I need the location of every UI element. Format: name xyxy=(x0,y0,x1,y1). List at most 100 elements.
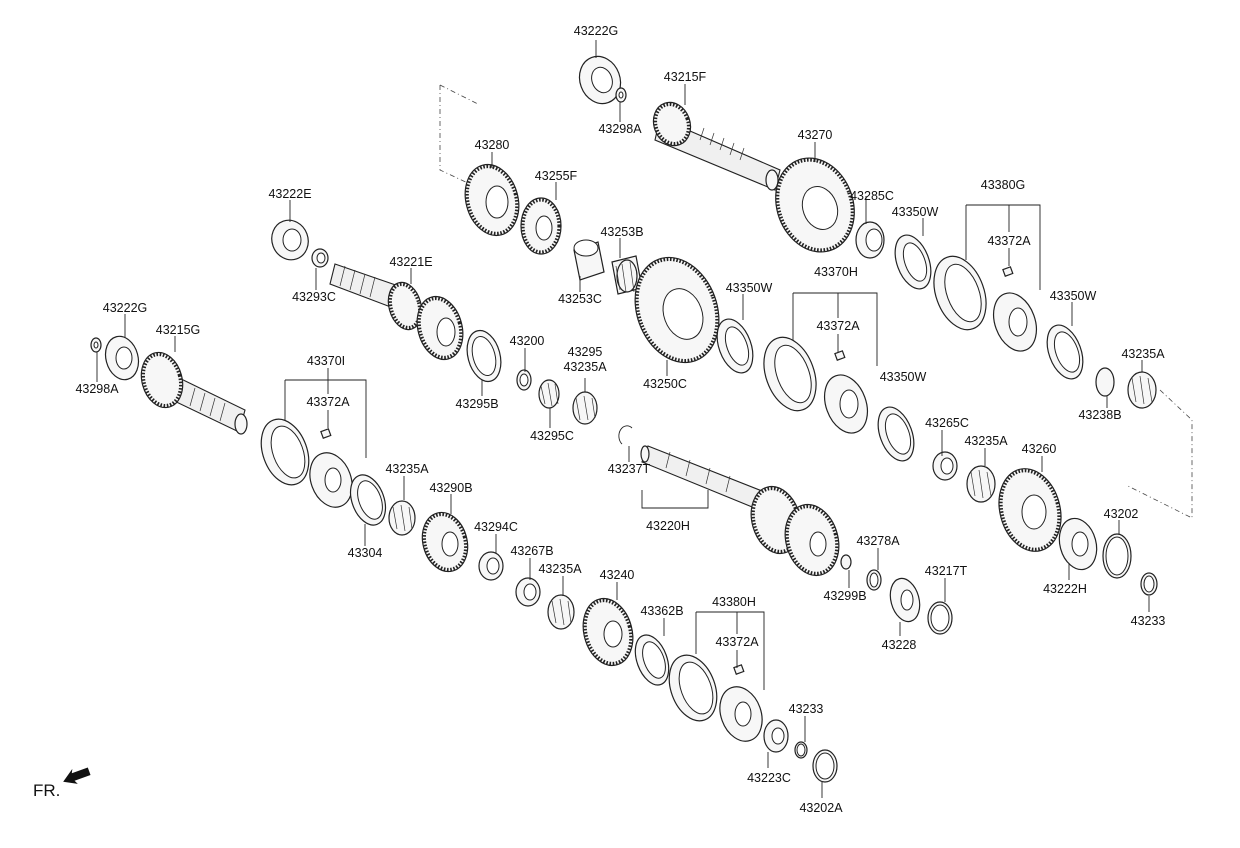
sleeve-43370H xyxy=(763,336,817,412)
label-43299B: 43299B xyxy=(823,588,867,603)
reference-line-top xyxy=(439,84,479,185)
bearing-43235A-right xyxy=(1127,371,1157,409)
bearing-43235A-mid xyxy=(572,391,598,425)
label-43372A-3: 43372A xyxy=(306,394,350,409)
label-43215G: 43215G xyxy=(155,322,201,337)
label-43222H: 43222H xyxy=(1043,581,1087,596)
label-43235A-2: 43235A xyxy=(1121,346,1165,361)
label-43372A-2: 43372A xyxy=(816,318,860,333)
label-43260: 43260 xyxy=(1021,441,1057,456)
label-43202-right: 43202 xyxy=(1103,506,1139,521)
bushing-43267B xyxy=(515,577,541,607)
label-43350W-3: 43350W xyxy=(1049,288,1097,303)
snap-ring-43202-right xyxy=(1102,533,1132,579)
label-43280: 43280 xyxy=(474,137,510,152)
snap-ring-43217T xyxy=(927,601,953,635)
label-43235A-1: 43235A xyxy=(563,359,607,374)
sleeve-43380G xyxy=(933,255,987,331)
ring-43295B xyxy=(466,329,502,383)
shaft-43215F xyxy=(652,101,781,191)
label-43298A-left: 43298A xyxy=(75,381,119,396)
bearing-43222G-top xyxy=(578,55,622,105)
sleeve-43370I xyxy=(260,418,310,486)
bearing-43295C xyxy=(538,379,560,409)
label-43372A-4: 43372A xyxy=(715,634,759,649)
label-43350W-4: 43350W xyxy=(879,369,927,384)
label-43200: 43200 xyxy=(509,333,545,348)
snap-ring-43202A xyxy=(812,749,838,783)
label-43295B: 43295B xyxy=(455,396,499,411)
bushing-43294C xyxy=(478,551,504,581)
label-43380H: 43380H xyxy=(712,594,756,609)
synchro-ring-43350W-2 xyxy=(894,234,932,290)
gear-43255F xyxy=(520,197,562,255)
front-direction-label: FR. xyxy=(33,781,61,800)
label-43295: 43295 xyxy=(567,344,603,359)
label-43265C: 43265C xyxy=(925,415,969,430)
gear-43270 xyxy=(775,157,855,253)
label-43222G-left: 43222G xyxy=(102,300,148,315)
gear-43250C xyxy=(634,256,720,364)
key-43372A-1 xyxy=(834,350,846,361)
gear-43240 xyxy=(582,597,634,667)
label-43362B: 43362B xyxy=(640,603,684,618)
label-43304: 43304 xyxy=(347,545,383,560)
bearing-43223C xyxy=(763,719,789,753)
label-43350W-1: 43350W xyxy=(891,204,939,219)
bearing-43222E xyxy=(271,219,309,261)
label-43237T: 43237T xyxy=(607,461,651,476)
hub-43380G xyxy=(992,292,1038,352)
label-43253C: 43253C xyxy=(558,291,602,306)
label-43270: 43270 xyxy=(797,127,833,142)
bearing-43253B xyxy=(611,255,643,295)
snap-ring-43238B xyxy=(1095,367,1115,397)
label-43370I: 43370I xyxy=(306,353,346,368)
washer-43278A xyxy=(866,569,882,591)
label-43380G: 43380G xyxy=(980,177,1026,192)
synchro-ring-43350W-1 xyxy=(716,318,754,374)
label-43293C: 43293C xyxy=(292,289,336,304)
hub-43380H xyxy=(719,686,763,742)
label-43222G-top: 43222G xyxy=(573,23,619,38)
seal-43298A-left xyxy=(90,337,102,353)
label-43253B: 43253B xyxy=(600,224,644,239)
synchro-ring-43362B xyxy=(634,634,670,686)
label-43222E: 43222E xyxy=(268,186,312,201)
key-43372A-2 xyxy=(320,428,332,439)
gear-43280 xyxy=(464,163,520,237)
ring-43304 xyxy=(349,474,387,526)
label-43240: 43240 xyxy=(599,567,635,582)
shaft-43221E xyxy=(329,263,464,361)
label-43233-bottom: 43233 xyxy=(788,701,824,716)
washer-43299B xyxy=(840,554,852,570)
label-43250C: 43250C xyxy=(643,376,687,391)
bearing-43222H xyxy=(1058,517,1098,571)
label-43372A-1: 43372A xyxy=(987,233,1031,248)
leader-lines xyxy=(96,40,1150,798)
key-43372A-3 xyxy=(1002,266,1014,277)
label-43233-right: 43233 xyxy=(1130,613,1166,628)
label-43223C: 43223C xyxy=(747,770,791,785)
synchro-ring-43350W-4 xyxy=(1046,324,1084,380)
label-43255F: 43255F xyxy=(534,168,578,183)
sleeve-43380H xyxy=(668,654,718,722)
label-43278A: 43278A xyxy=(856,533,900,548)
label-43238B: 43238B xyxy=(1078,407,1122,422)
bearing-43235A-left xyxy=(388,500,416,536)
snap-ring-43233-bottom xyxy=(794,741,808,759)
synchro-ring-43350W-3 xyxy=(877,406,915,462)
label-43235A-4: 43235A xyxy=(385,461,429,476)
hub-43370H xyxy=(823,374,869,434)
bearing-43222G-left xyxy=(104,335,140,381)
key-43372A-4 xyxy=(733,664,745,675)
label-43221E: 43221E xyxy=(389,254,433,269)
shaft-43220H xyxy=(640,445,840,577)
label-43215F: 43215F xyxy=(663,69,707,84)
bearing-43285C xyxy=(855,221,885,259)
label-43235A-5: 43235A xyxy=(538,561,582,576)
washer-43200 xyxy=(516,369,532,391)
snap-ring-43233-right xyxy=(1140,572,1158,596)
snap-ring-43237T xyxy=(618,425,633,445)
shaft-43215G xyxy=(140,351,248,435)
